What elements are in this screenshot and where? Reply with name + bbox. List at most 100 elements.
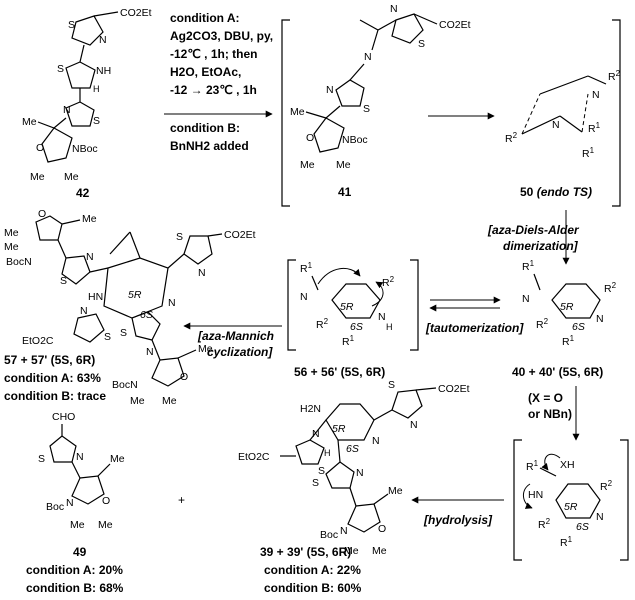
step-hydrolysis: [hydrolysis]: [423, 513, 493, 527]
thiazole-s-41: S: [418, 38, 425, 50]
oxazolidine-o-41: O: [306, 132, 314, 144]
condition-a-workup: H2O, EtOAc,: [170, 65, 241, 79]
compound-57-structure: O Me Me Me BocN N S 5R 6S HN N S N CO2Et…: [4, 208, 256, 407]
condition-a-reagents: Ag2CO3, DBU, py,: [170, 29, 273, 43]
r1-40a: R1: [522, 259, 535, 273]
gem-me-57a: Me: [4, 227, 19, 239]
gem-me-49b: Me: [98, 519, 113, 531]
step-mannich-1: [aza-Mannich: [197, 329, 274, 343]
gem-me-39b: Me: [372, 545, 387, 557]
thiazolidine-nh-42: NH: [96, 65, 111, 77]
bocn-57b: BocN: [112, 379, 138, 391]
imine-n-41: N: [364, 51, 372, 63]
thiazole-n-49: N: [76, 451, 84, 463]
thiazole-s-42b: S: [93, 115, 100, 127]
r2-int-a: R2: [600, 479, 613, 493]
r1-56b: R1: [342, 334, 355, 348]
r1-40b: R1: [562, 334, 575, 348]
r2-40a: R2: [604, 281, 617, 295]
oxazolidine-o-39: O: [378, 523, 386, 535]
thiazolidine-s-42: S: [57, 63, 64, 75]
gem-me-57d: Me: [162, 395, 177, 407]
methyl-57b: Me: [198, 343, 213, 355]
bracket-bottom-right: [620, 439, 629, 561]
thiazole-n-57a: N: [86, 251, 94, 263]
condition-a-warm: -12 → 23℃ , 1h: [170, 83, 257, 97]
r2-40b: R2: [536, 317, 549, 331]
r2-50a: R2: [608, 69, 621, 83]
compound-49-label: 49: [73, 545, 87, 559]
bracket-56-right: [410, 259, 419, 351]
methyl-49: Me: [110, 453, 125, 465]
stereo-5r-int: 5R: [564, 501, 578, 513]
thiazole-n-57c: N: [80, 305, 88, 317]
compound-42-label: 42: [76, 186, 90, 200]
eto2c-group-57: EtO2C: [22, 335, 54, 347]
condition-a-title: condition A:: [170, 11, 240, 25]
thiazole-n-41: N: [390, 3, 398, 15]
step-x-2: or NBn): [528, 407, 572, 421]
bocn-57: BocN: [6, 256, 32, 268]
thiazole-n-42: N: [99, 34, 107, 46]
oxazolidine-o-57b: O: [180, 371, 188, 383]
step-diels-alder-1: [aza-Diels-Alder: [487, 223, 580, 237]
imine-n-int: N: [596, 511, 604, 523]
gem-me-42b: Me: [64, 171, 79, 183]
imine-n-56: N: [300, 291, 308, 303]
condition-b-reagents: BnNH2 added: [170, 139, 249, 153]
thiazole-s-39a: S: [388, 379, 395, 391]
r1-int-b: R1: [560, 535, 573, 549]
compound-50-label: 50 (endo TS): [520, 185, 592, 199]
thiazole-s-57a: S: [60, 275, 67, 287]
condition-b-title: condition B:: [170, 121, 240, 135]
thiazole-s-39c: S: [312, 477, 319, 489]
compound-56-label: 56 + 56' (5S, 6R): [294, 365, 385, 379]
compound-39-yield-a: condition A: 22%: [264, 563, 361, 577]
cho-group-49: CHO: [52, 411, 75, 423]
boc-49: Boc: [46, 501, 64, 513]
imine-n-40: N: [522, 293, 530, 305]
stereo-5r-57: 5R: [128, 289, 142, 301]
compound-41-label: 41: [338, 185, 352, 199]
h2n-39: H2N: [300, 403, 321, 415]
thiazole-n-39a: N: [410, 419, 418, 431]
compound-39-structure: H2N 5R 6S N S N CO2Et N S EtO2C H S N Me…: [238, 379, 470, 557]
hn-int: HN: [528, 489, 543, 501]
compound-40-structure: R1 N R2 N 5R 6S R2 R1: [522, 259, 617, 348]
imine-n-50b: N: [552, 119, 560, 131]
step-mannich-2: cyclization]: [207, 345, 273, 359]
co2et-group-39: CO2Et: [438, 383, 470, 395]
thiazole-s-57b: S: [176, 231, 183, 243]
gem-me-41b: Me: [336, 159, 351, 171]
stereo-6s-40: 6S: [572, 321, 585, 333]
r1-50b: R1: [582, 146, 595, 160]
thiazolidine-h-42: H: [93, 84, 100, 94]
oxazolidine-o-42: O: [36, 142, 44, 154]
compound-49-yield-a: condition A: 20%: [26, 563, 123, 577]
stereo-6s-int: 6S: [576, 521, 589, 533]
thiazole-s-39b: S: [318, 465, 325, 477]
compound-57-yield-b: condition B: trace: [4, 389, 106, 403]
compound-57-label: 57 + 57' (5S, 6R): [4, 353, 95, 367]
thiazole-n-57d: N: [146, 346, 154, 358]
thiazole-s-57d: S: [120, 327, 127, 339]
methyl-39: Me: [388, 485, 403, 497]
compound-40-label: 40 + 40' (5S, 6R): [512, 365, 603, 379]
step-diels-alder-2: dimerization]: [503, 239, 579, 253]
thiazole-s-42: S: [68, 19, 75, 31]
stereo-6s-56: 6S: [350, 321, 363, 333]
imine-n-50a: N: [592, 89, 600, 101]
compound-57-yield-a: condition A: 63%: [4, 371, 101, 385]
stereo-6s-39: 6S: [346, 443, 359, 455]
h-39: H: [324, 448, 331, 458]
step-tautomerization: [tautomerization]: [425, 321, 524, 335]
stereo-5r-40: 5R: [560, 301, 574, 313]
thiazole-n-57b: N: [198, 267, 206, 279]
gem-me-57b: Me: [4, 241, 19, 253]
compound-39-label: 39 + 39' (5S, 6R): [260, 545, 351, 559]
bracket-top-left: [281, 19, 290, 207]
oxazolidine-o-49: O: [102, 495, 110, 507]
compound-39-yield-b: condition B: 60%: [264, 581, 362, 595]
gem-me-42a: Me: [30, 171, 45, 183]
eto2c-group-39: EtO2C: [238, 451, 270, 463]
